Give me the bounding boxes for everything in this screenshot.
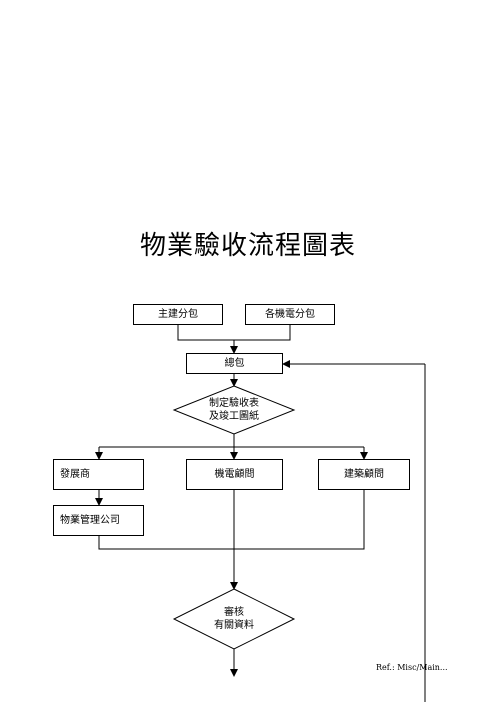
architect-consultant-box: 建築顧問	[318, 459, 410, 490]
checklist-diamond	[172, 385, 296, 435]
property-management-box: 物業管理公司	[53, 505, 144, 536]
general-contractor-label: 總包	[224, 357, 245, 369]
mep-consultant-label: 機電顧問	[214, 468, 255, 480]
mep-subcontractor-box: 各機電分包	[245, 304, 335, 325]
review-line-1: 審核	[224, 607, 244, 618]
page-title: 物業驗收流程圖表	[139, 231, 356, 261]
checklist-line-2: 及竣工圖紙	[209, 411, 259, 422]
developer-box: 發展商	[53, 459, 144, 490]
connector-architect-merge	[234, 489, 365, 550]
main-contractor-box: 主建分包	[133, 304, 223, 325]
connector-property-management-merge	[98, 535, 234, 550]
footer-reference: Ref.: Misc/Main...	[376, 663, 448, 672]
mep-subcontractor-label: 各機電分包	[265, 308, 315, 320]
architect-consultant-label: 建築顧問	[344, 468, 384, 480]
general-contractor-box: 總包	[186, 353, 283, 374]
checklist-line-1: 制定驗收表	[209, 398, 259, 409]
mep-consultant-box: 機電顧問	[186, 459, 283, 490]
connector-mep-subcontractor	[234, 324, 291, 341]
review-text: 審核 有關資料	[174, 606, 294, 632]
review-line-2: 有關資料	[214, 620, 254, 631]
review-diamond	[172, 588, 296, 650]
property-management-label: 物業管理公司	[60, 514, 120, 526]
main-contractor-label: 主建分包	[158, 308, 198, 320]
connector-main-contractor	[177, 324, 234, 341]
checklist-text: 制定驗收表 及竣工圖紙	[174, 397, 294, 423]
developer-label: 發展商	[60, 468, 90, 480]
